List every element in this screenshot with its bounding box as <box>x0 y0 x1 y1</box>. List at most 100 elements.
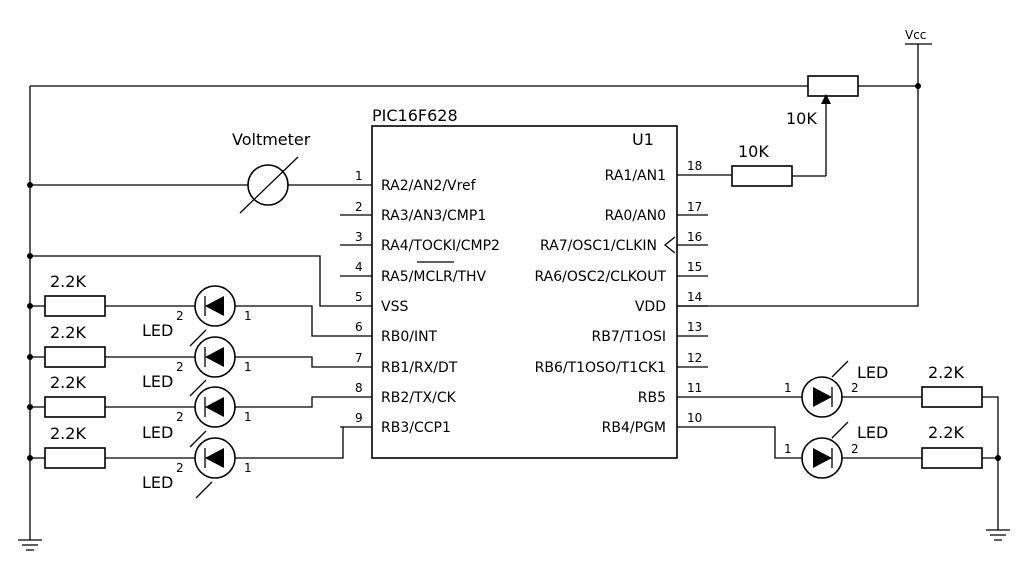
resistor-label: 2.2K <box>928 423 964 442</box>
led-cathode-pin: 2 <box>851 442 859 456</box>
pin-11-name: RB5 <box>638 390 666 406</box>
pin-9-name: RB3/CCP1 <box>381 420 451 436</box>
left-led-channel-3: 2.2K 2 1 LED <box>27 373 340 442</box>
voltmeter-needle <box>239 156 299 214</box>
pin-16-name: RA7/OSC1/CLKIN <box>540 238 657 254</box>
resistor <box>921 386 983 408</box>
right-led-channel-2: 1 2 LED 2.2K <box>708 421 1001 479</box>
vss-wire <box>30 255 340 307</box>
pin-15-name: RA6/OSC2/CLKOUT <box>535 269 667 285</box>
resistor-label: 2.2K <box>50 272 86 291</box>
junction-vss <box>27 253 33 259</box>
clock-input-marker <box>663 236 676 254</box>
pin-3-name: RA4/TOCKI/CMP2 <box>381 238 500 254</box>
pin-18-num: 18 <box>687 159 702 173</box>
pin-8-num: 8 <box>355 381 363 395</box>
pin-7-num: 7 <box>355 351 363 365</box>
led-cathode-pin: 1 <box>244 309 252 323</box>
led-body <box>801 437 843 479</box>
led-diode-icon <box>205 397 224 417</box>
pin-9-num: 9 <box>355 411 363 425</box>
pot-wiper-arrow <box>821 94 831 104</box>
pin-14-name: VDD <box>635 299 666 315</box>
led-body <box>194 285 236 327</box>
ground-symbol-left <box>18 539 42 551</box>
pin-17-num: 17 <box>687 200 702 214</box>
led-cathode-pin: 1 <box>244 360 252 374</box>
light-ray-icon <box>189 379 207 397</box>
pin-8-name: RB2/TX/CK <box>381 390 457 406</box>
pin-17-name: RA0/AN0 <box>605 208 666 224</box>
light-ray-icon <box>189 329 207 347</box>
series-resistor-label: 10K <box>738 142 769 161</box>
resistor-label: 2.2K <box>50 323 86 342</box>
light-ray-icon <box>831 421 849 439</box>
led-cathode-pin: 1 <box>244 461 252 475</box>
resistor <box>44 346 106 368</box>
left-led-channel-2: 2.2K 2 1 LED <box>27 323 340 391</box>
led-label: LED <box>142 423 173 442</box>
pin-5-name: VSS <box>381 299 408 315</box>
pin-13-name: RB7/T1OSI <box>592 329 666 345</box>
right-pins: RA1/AN1 RA0/AN0 RA7/OSC1/CLKIN RA6/OSC2/… <box>535 159 703 436</box>
right-led-channel-1: 1 2 LED 2.2K <box>708 360 999 530</box>
led-label: LED <box>857 423 888 442</box>
left-led-channel-4: 2.2K 2 1 LED <box>27 424 344 499</box>
series-resistor <box>731 165 793 187</box>
pin-11-num: 11 <box>687 381 702 395</box>
resistor <box>44 447 106 469</box>
pin-3-num: 3 <box>355 230 363 244</box>
pin-2-name: RA3/AN3/CMP1 <box>381 208 486 224</box>
pot-label: 10K <box>786 109 817 128</box>
led-anode-pin: 2 <box>176 309 184 323</box>
led-label: LED <box>142 372 173 391</box>
pin-2-num: 2 <box>355 200 363 214</box>
led-diode-icon <box>813 387 832 407</box>
vcc-label: Vcc <box>905 28 926 42</box>
led-anode-pin: 2 <box>176 461 184 475</box>
resistor-label: 2.2K <box>928 363 964 382</box>
light-ray-icon <box>831 360 849 378</box>
led-diode-icon <box>205 347 224 367</box>
led-anode-pin: 1 <box>784 442 792 456</box>
pin-16-num: 16 <box>687 230 702 244</box>
led-cathode-pin: 1 <box>244 410 252 424</box>
led-cathode-pin: 2 <box>851 381 859 395</box>
led-diode-icon <box>205 296 224 316</box>
led-diode-icon <box>205 448 224 468</box>
light-ray-icon <box>195 481 213 499</box>
pin-15-num: 15 <box>687 260 702 274</box>
vdd-wire <box>677 44 919 307</box>
pin-1-num: 1 <box>355 169 363 183</box>
pin-14-num: 14 <box>687 290 702 304</box>
pin-18-name: RA1/AN1 <box>605 168 666 184</box>
pin-1-name: RA2/AN2/Vref <box>381 178 477 194</box>
resistor <box>921 447 983 469</box>
pin-10-num: 10 <box>687 411 702 425</box>
pin-5-num: 5 <box>355 290 363 304</box>
voltmeter-label: Voltmeter <box>232 130 311 149</box>
pin-4-name: RA5/MCLR/THV <box>381 269 487 285</box>
resistor <box>44 396 106 418</box>
led-body <box>194 336 236 378</box>
left-pins: RA2/AN2/Vref RA3/AN3/CMP1 RA4/TOCKI/CMP2… <box>355 169 500 436</box>
resistor-label: 2.2K <box>50 373 86 392</box>
ic-body <box>371 125 678 459</box>
led-label: LED <box>142 473 173 492</box>
led-body <box>194 386 236 428</box>
resistor <box>44 295 106 317</box>
pin-10-name: RB4/PGM <box>602 420 666 436</box>
pin-7-name: RB1/RX/DT <box>381 360 458 376</box>
led-anode-pin: 1 <box>784 381 792 395</box>
left-led-channel-1: 2.2K 2 1 LED <box>27 272 340 340</box>
led-anode-pin: 2 <box>176 360 184 374</box>
pin-13-num: 13 <box>687 320 702 334</box>
voltmeter-icon <box>247 164 289 206</box>
ground-symbol-right <box>986 529 1010 541</box>
ic-ref-label: U1 <box>632 130 654 149</box>
an1-wire <box>708 174 826 177</box>
led-label: LED <box>142 321 173 340</box>
pin-12-name: RB6/T1OSO/T1CK1 <box>535 360 666 376</box>
pin-12-num: 12 <box>687 351 702 365</box>
